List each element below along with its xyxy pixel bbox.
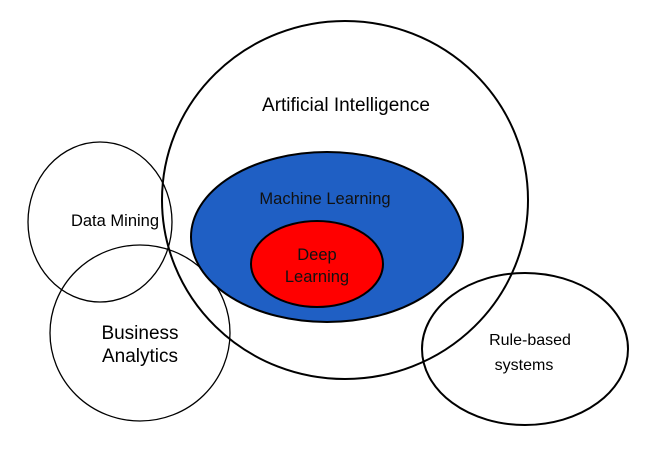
artificial-intelligence-circle <box>161 20 529 380</box>
business-analytics-label-line-1: Business <box>101 323 178 344</box>
artificial-intelligence-label: Artificial Intelligence <box>262 95 430 116</box>
data-mining-circle <box>27 141 173 303</box>
deep-learning-label-line-1: Deep <box>297 246 336 264</box>
rule-based-systems-circle <box>421 272 629 426</box>
business-analytics-circle <box>49 244 231 422</box>
rule-based-systems-label-line-1: Rule-based <box>489 332 571 349</box>
rule-based-systems-label-line-2: systems <box>495 357 554 374</box>
business-analytics-label-line-2: Analytics <box>102 346 178 367</box>
data-mining-label: Data Mining <box>71 212 159 230</box>
deep-learning-ellipse <box>250 220 384 308</box>
machine-learning-label: Machine Learning <box>259 190 390 208</box>
deep-learning-label-line-2: Learning <box>285 268 349 286</box>
